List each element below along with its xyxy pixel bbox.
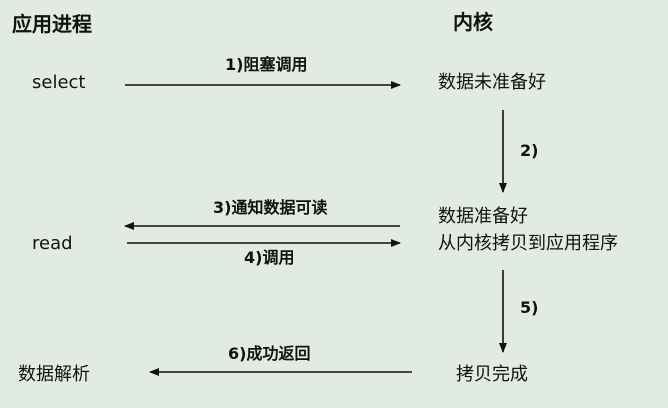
kernel-node-copy-done: 拷贝完成 [456, 364, 528, 385]
step-label-1: 1)阻塞调用 [225, 55, 308, 74]
kernel-node-not-ready: 数据未准备好 [438, 72, 546, 93]
step-label-2: 2) [520, 141, 539, 160]
kernel-node-ready: 数据准备好 [438, 206, 528, 227]
kernel-node-copy-to-app: 从内核拷贝到应用程序 [438, 233, 618, 254]
column-title-kernel: 内核 [453, 10, 493, 34]
app-node-read: read [32, 233, 73, 254]
step-label-6: 6)成功返回 [228, 344, 311, 363]
column-title-app: 应用进程 [12, 12, 92, 36]
step-label-5: 5) [520, 298, 539, 317]
step-label-3: 3)通知数据可读 [213, 198, 328, 217]
app-node-parse: 数据解析 [18, 364, 90, 385]
app-node-select: select [32, 72, 86, 93]
step-label-4: 4)调用 [244, 248, 295, 267]
